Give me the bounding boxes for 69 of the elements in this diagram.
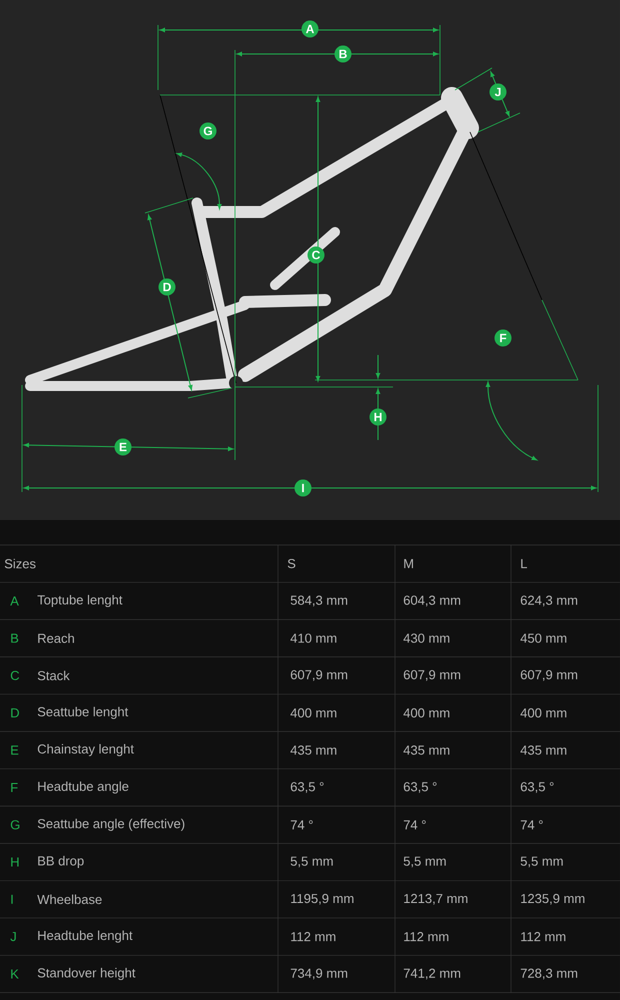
row-letter: F <box>11 783 18 792</box>
measurement-value: 112 mm <box>404 932 448 942</box>
callout-letter: I <box>294 480 312 496</box>
callout-letter: G <box>200 122 216 140</box>
callout-letter: B <box>334 46 352 62</box>
measurement-value: 1235,9 mm <box>521 894 584 905</box>
measurement-value: 1213,7 mm <box>404 894 468 905</box>
dimension-name: Stack <box>38 670 70 680</box>
measurement-value: 410 mm <box>290 634 336 643</box>
row-letter: D <box>11 708 19 718</box>
measurement-value: 435 mm <box>404 746 450 755</box>
row-letter: A <box>10 596 19 606</box>
measurement-value: 63,5 ° <box>290 782 324 793</box>
dimension-name: Chainstay lenght <box>38 744 134 756</box>
dimension-name: Toptube lenght <box>38 594 122 608</box>
dimension-name: Standover height <box>38 968 136 980</box>
measurement-value: 63,5 ° <box>404 782 437 793</box>
measurement-value: 607,9 mm <box>404 670 460 681</box>
dimension-name: Seattube angle (effective) <box>38 818 184 831</box>
measurement-value: 5,5 mm <box>404 856 446 868</box>
callout-letter: E <box>114 438 132 456</box>
dimension-name: Wheelbase <box>37 894 102 904</box>
measurement-value: 5,5 mm <box>290 856 333 868</box>
measurement-value: 435 mm <box>520 746 566 755</box>
measurement-value: 728,3 mm <box>520 968 578 980</box>
row-letter: K <box>11 970 19 978</box>
column-header: S <box>288 559 296 568</box>
row-letter: J <box>10 932 16 942</box>
callout-letter: F <box>494 330 512 346</box>
callout-letter: J <box>490 84 506 100</box>
measurement-value: 74 ° <box>404 820 426 830</box>
dimension-name: Seattube lenght <box>38 706 128 719</box>
measurement-value: 5,5 mm <box>520 856 563 868</box>
measurement-value: 435 mm <box>290 746 336 755</box>
measurement-value: 607,9 mm <box>520 670 578 681</box>
callout-letter: A <box>302 20 318 38</box>
row-letter: G <box>10 820 20 830</box>
dimension-name: Reach <box>38 633 74 643</box>
dimension-name: Headtube angle <box>38 781 128 794</box>
callout-letter: C <box>308 246 324 264</box>
column-header: L <box>521 559 527 568</box>
measurement-value: 400 mm <box>520 708 566 718</box>
dimension-name: BB drop <box>38 856 84 868</box>
measurement-value: 400 mm <box>290 708 336 718</box>
measurement-value: 450 mm <box>520 634 566 643</box>
dimension-name: Headtube lenght <box>38 930 132 943</box>
row-letter: I <box>11 894 13 904</box>
measurement-value: 1195,9 mm <box>291 894 354 905</box>
measurement-value: 607,9 mm <box>290 670 348 681</box>
measurement-value: 63,5 ° <box>520 782 554 793</box>
row-letter: E <box>11 746 18 755</box>
measurement-value: 624,3 mm <box>520 596 578 606</box>
measurement-value: 741,2 mm <box>404 968 460 980</box>
callout-letter: D <box>158 278 176 296</box>
measurement-value: 400 mm <box>404 708 450 718</box>
measurement-value: 74 ° <box>520 820 543 830</box>
callout-letter: H <box>370 408 386 426</box>
measurement-value: 734,9 mm <box>290 968 348 980</box>
measurement-value: 430 mm <box>404 634 450 643</box>
measurement-value: 604,3 mm <box>404 596 460 606</box>
column-header: M <box>404 559 413 568</box>
measurement-value: 112 mm <box>291 932 336 942</box>
measurement-value: 584,3 mm <box>290 596 348 606</box>
measurement-value: 112 mm <box>521 932 566 942</box>
row-letter: C <box>10 670 20 680</box>
measurement-value: 74 ° <box>290 820 313 830</box>
row-letter: H <box>11 858 19 866</box>
column-header: Sizes <box>4 558 36 568</box>
row-letter: B <box>11 634 18 643</box>
